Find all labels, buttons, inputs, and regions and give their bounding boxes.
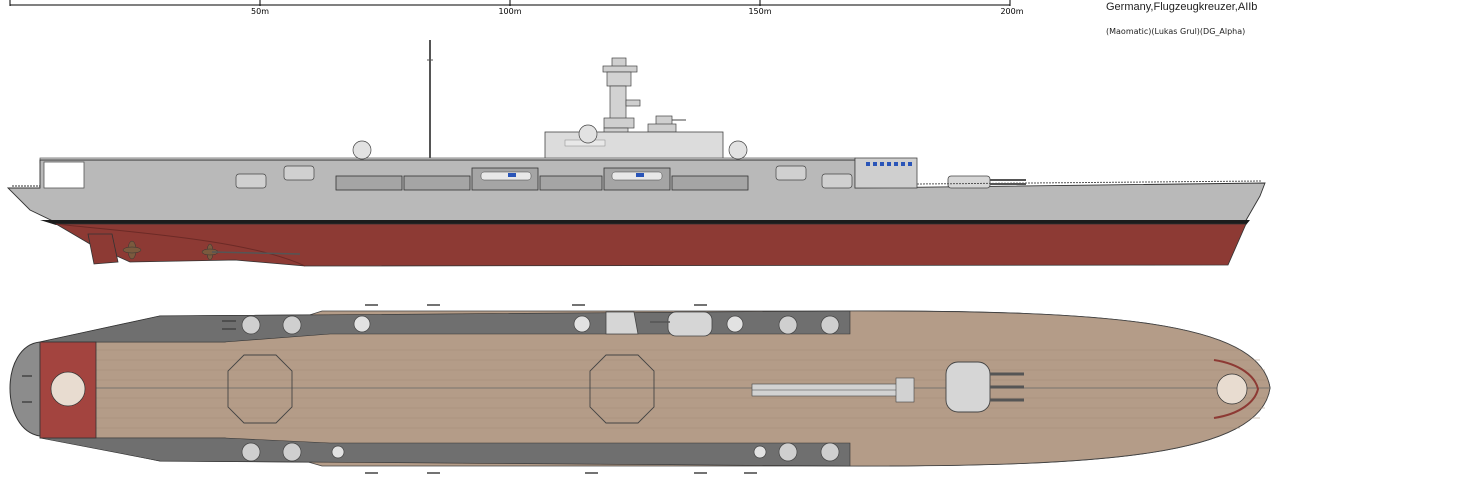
top-view (9, 304, 1271, 474)
drawing-title: Germany,Flugzeugkreuzer,AIIb (1106, 1, 1258, 13)
scale-bar (9, 0, 1011, 6)
scale-ticks (9, 0, 1011, 6)
scale-label-150m: 150m (748, 7, 772, 16)
top-main-turret (945, 361, 1024, 413)
elevator-forward (589, 354, 655, 424)
top-island (605, 311, 713, 337)
superstructure-block (544, 131, 724, 161)
rudder (87, 233, 119, 265)
hull-lower (54, 223, 1247, 267)
bow-landing-circle (1216, 373, 1248, 405)
propeller (122, 240, 142, 260)
catapult-track (751, 377, 915, 403)
top-rangefinder-domes (331, 315, 767, 459)
scale-label-200m: 200m (1000, 7, 1024, 16)
side-profile (6, 40, 1266, 267)
control-tower (602, 57, 686, 141)
propeller-2 (201, 243, 219, 261)
elevator-aft (227, 354, 293, 424)
island-windows (866, 162, 912, 166)
side-main-turret (947, 175, 1026, 189)
hangar-openings (335, 167, 749, 191)
top-port-turrets (222, 315, 840, 335)
top-starboard-turrets (241, 442, 840, 462)
edge-aa-guns (22, 304, 757, 474)
scale-label-100m: 100m (498, 7, 522, 16)
hull-upper (6, 159, 1266, 223)
aft-landing-circle (50, 371, 86, 407)
side-rangefinder-domes (352, 124, 748, 160)
aft-island (854, 157, 918, 189)
side-secondary-turrets (235, 165, 853, 189)
scale-label-50m: 50m (251, 7, 269, 16)
drawing-credits: (Maomatic)(Lukas Grul)(DG_Alpha) (1106, 27, 1246, 36)
